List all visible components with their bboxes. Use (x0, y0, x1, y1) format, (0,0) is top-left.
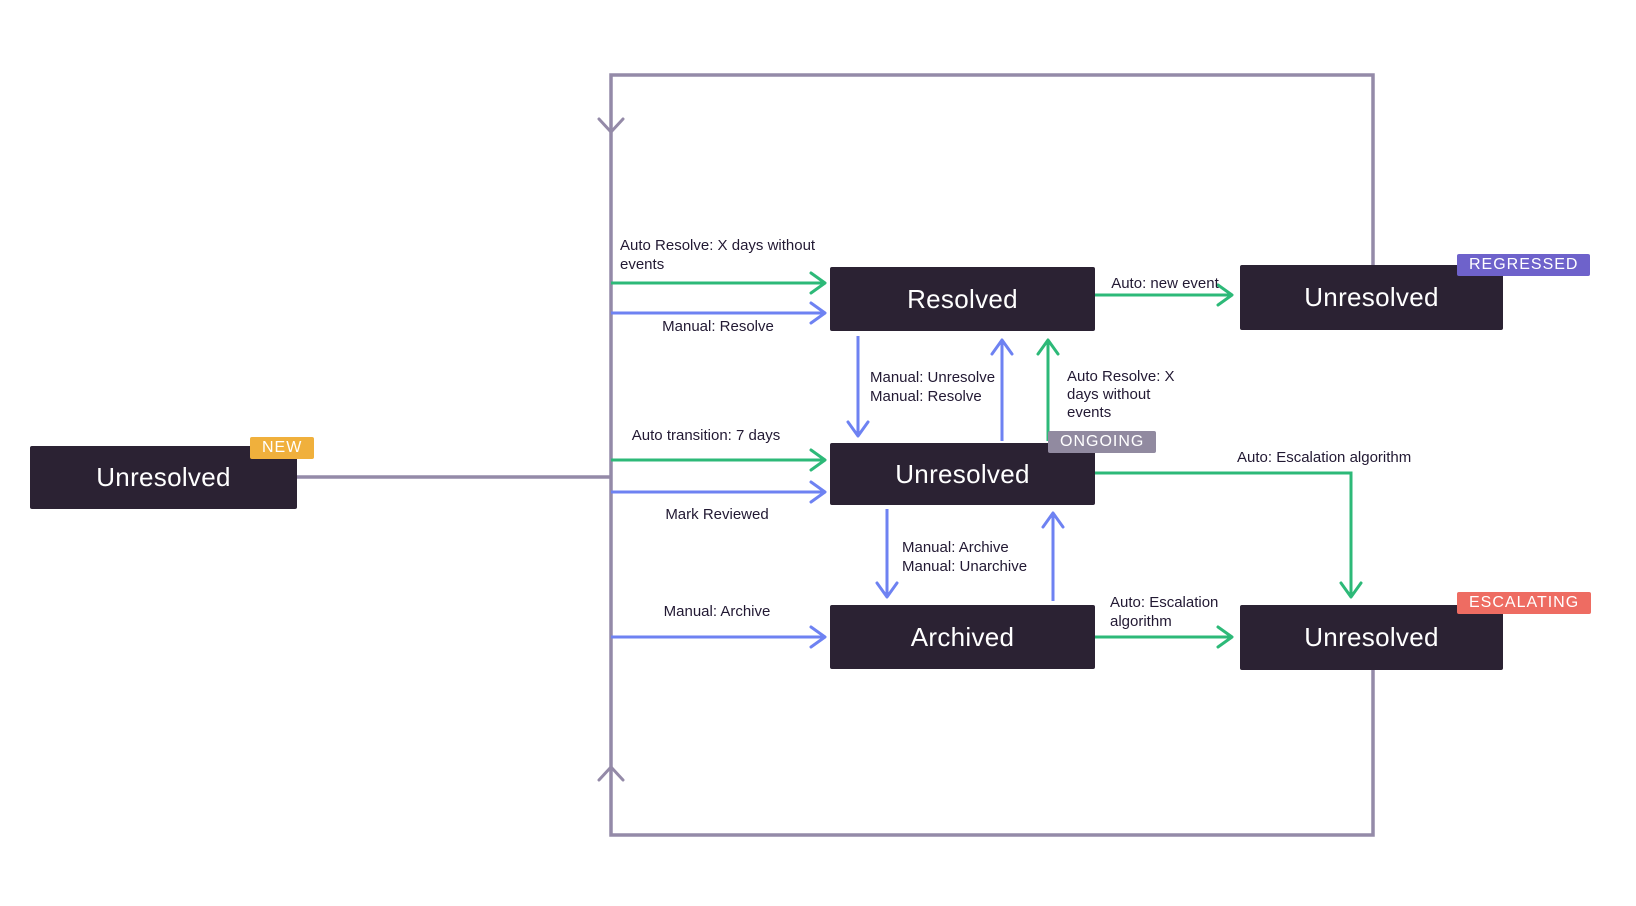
edge-label-auto-resolve-up: Auto Resolve: X days without events (1067, 368, 1175, 422)
loop-arrowhead-up-icon (597, 765, 625, 782)
edge-feedback-loop (609, 73, 1375, 837)
label-line: Manual: Unarchive (902, 558, 1028, 575)
edge-label-mark-reviewed: Mark Reviewed (665, 506, 769, 523)
label-line: algorithm (1110, 613, 1172, 630)
label-line: Manual: Resolve (870, 388, 982, 405)
state-box-resolved: Resolved (830, 267, 1095, 331)
badge-escalating: ESCALATING (1457, 592, 1592, 614)
edge-label-auto-transition: Auto transition: 7 days (631, 427, 781, 444)
state-box-new-unresolved: Unresolved (30, 446, 297, 509)
state-label: Unresolved (1304, 282, 1439, 312)
badge-ongoing: ONGOING (1048, 431, 1157, 453)
label-line: Manual: Archive (902, 539, 1009, 556)
state-box-archived: Archived (830, 605, 1095, 669)
state-box-escalating-unresolved: Unresolved (1240, 605, 1503, 670)
arrow-auto-escalation-from-ongoing (1095, 471, 1363, 599)
label-line: Auto Resolve: X (1067, 368, 1175, 385)
state-label: Unresolved (96, 462, 231, 492)
label-line: events (1067, 404, 1112, 421)
badge-new: NEW (250, 437, 315, 459)
label-line: events (620, 256, 665, 273)
label-line: Auto Resolve: X days without (620, 237, 816, 254)
loop-arrowhead-down-icon (597, 117, 625, 134)
edge-label-manual-archive-left: Manual: Archive (663, 603, 771, 620)
state-box-ongoing-unresolved: Unresolved (830, 443, 1095, 505)
edge-label-auto-resolve-left: Auto Resolve: X days without events (620, 236, 815, 274)
edge-label-manual-unresolve-resolve: Manual: Unresolve Manual: Resolve (870, 368, 995, 406)
edge-label-auto-escalation-top: Auto: Escalation algorithm (1237, 449, 1412, 466)
edge-label-auto-escalation-bottom: Auto: Escalation algorithm (1110, 593, 1218, 631)
label-line: days without (1067, 386, 1151, 403)
state-label: Unresolved (1304, 622, 1439, 652)
edge-label-manual-archive-unarchive: Manual: Archive Manual: Unarchive (902, 538, 1027, 576)
state-label: Resolved (907, 283, 1018, 314)
label-line: Auto: Escalation (1110, 594, 1219, 611)
edge-label-auto-new-event: Auto: new event (1111, 275, 1219, 292)
badge-regressed: REGRESSED (1457, 254, 1591, 276)
state-label: Unresolved (895, 458, 1030, 489)
edge-label-manual-resolve-left: Manual: Resolve (662, 318, 774, 335)
state-label: Archived (910, 621, 1015, 652)
label-line: Manual: Unresolve (870, 369, 996, 386)
